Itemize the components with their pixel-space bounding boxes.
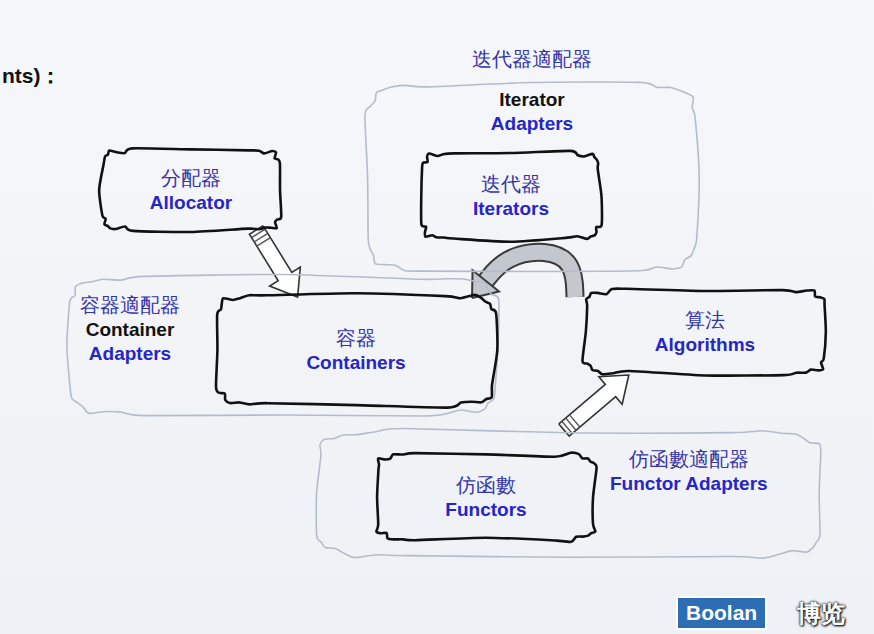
adapter-region: 迭代器適配器 Iterator Adapters 迭代器Iterators (360, 46, 704, 278)
chinese-name: 分配器 (161, 165, 221, 191)
watermark: Boolan (676, 596, 767, 630)
cloud-border (216, 293, 497, 407)
english-name: Functor Adapters (610, 472, 768, 496)
cloud-border (67, 274, 499, 416)
chinese-name: 迭代器 (481, 171, 541, 197)
chinese-name: 容器 (336, 325, 376, 351)
cloud-border (376, 453, 596, 542)
chinese-name: 容器適配器 (80, 292, 180, 318)
tail-stripe (257, 238, 271, 246)
curved-arrow (472, 252, 575, 298)
component-cloud: 算法Algorithms (578, 283, 832, 381)
chinese-name: 算法 (685, 307, 725, 333)
chinese-name: 仿函數適配器 (610, 446, 768, 472)
watermark: 博览 (797, 598, 845, 630)
english-name: Containers (306, 351, 405, 375)
english-name: Iterator Adapters (491, 88, 573, 136)
cloud-border (582, 289, 825, 376)
chinese-name: 仿函數 (456, 472, 516, 498)
tail-stripe (569, 415, 579, 427)
arrow-body (486, 252, 575, 297)
english-name: Container Adapters (86, 318, 175, 366)
arrow-outline (486, 252, 575, 297)
component-cloud: 分配器Allocator (95, 143, 287, 237)
cloud-border (99, 148, 281, 232)
cloud-border (421, 151, 602, 242)
arrow-body (249, 226, 300, 297)
english-name: Functors (445, 498, 526, 522)
chinese-name: 迭代器適配器 (360, 46, 704, 72)
cloud-border (316, 429, 821, 559)
component-cloud: 仿函數Functors (370, 447, 602, 547)
english-name: Allocator (150, 191, 232, 215)
block-arrow (249, 226, 300, 297)
title-fragment: nts)： (2, 62, 62, 90)
english-name: Iterators (473, 197, 549, 221)
component-cloud: 容器Containers (210, 288, 502, 412)
block-arrow (559, 375, 629, 436)
adapter-region: 容器適配器Container Adapters 容器Containers (62, 270, 504, 422)
cloud-outline (360, 46, 704, 278)
component-cloud: 迭代器Iterators (415, 146, 607, 246)
arrow-body (559, 375, 629, 436)
adapter-region: 仿函數適配器Functor Adapters 仿函數Functors (310, 424, 828, 564)
cloud-border (365, 82, 699, 271)
english-name: Algorithms (655, 333, 755, 357)
